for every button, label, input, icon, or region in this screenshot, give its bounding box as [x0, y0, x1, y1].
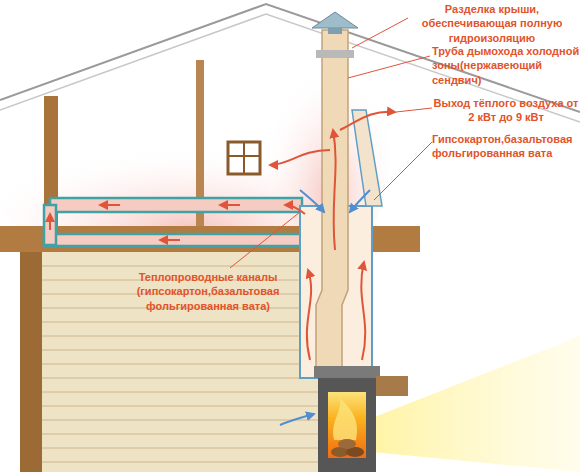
fireplace-body: [318, 378, 376, 472]
heat-arrow: [49, 214, 51, 230]
heat-arrow: [307, 270, 311, 360]
air-arrow: [300, 190, 324, 212]
heat-arrow: [361, 262, 365, 360]
leader-lines: [230, 18, 432, 268]
wood-post: [44, 96, 58, 246]
mantel-shelf: [376, 376, 408, 396]
heat-channel: [44, 205, 56, 245]
callout-label: Выход тёплого воздуха от 2 кВт до 9 кВт: [432, 96, 580, 125]
fireplace-hood: [314, 366, 380, 378]
heat-arrow: [340, 112, 395, 130]
heat-channel: [50, 198, 302, 212]
callout-label: Гипсокартон,базальтовая фольгированная в…: [432, 132, 580, 161]
heat-channel: [44, 234, 302, 246]
window: [228, 142, 260, 174]
air-arrow: [350, 190, 370, 212]
callout-label: Труба дымохода холодной зоны(нержавеющий…: [432, 44, 580, 87]
wood-post: [196, 60, 204, 246]
heat-arrow: [333, 130, 336, 250]
chimney-cap: [312, 12, 358, 28]
callout-label: Теплопроводные каналы (гипсокартон,базал…: [118, 270, 298, 313]
roof-flashing: [316, 50, 354, 58]
fire: [328, 392, 366, 458]
window-frame: [243, 142, 245, 174]
window-frame: [228, 155, 260, 157]
heat-arrow: [285, 205, 305, 214]
light-beam: [372, 336, 580, 472]
wood-post: [20, 252, 42, 472]
flame: [333, 398, 357, 440]
heat-arrow: [160, 239, 180, 241]
chimney-pipe: [316, 30, 348, 372]
heat-arrow: [270, 150, 330, 165]
log: [338, 439, 356, 449]
heat-arrow: [100, 204, 120, 206]
callout-label: Разделка крыши, обеспечивающая полную ги…: [404, 2, 580, 45]
log-wall: [20, 252, 320, 472]
log-lines: [42, 266, 320, 462]
chimney-cap: [328, 28, 342, 34]
air-arrow: [280, 414, 314, 425]
heat-arrow: [220, 204, 240, 206]
